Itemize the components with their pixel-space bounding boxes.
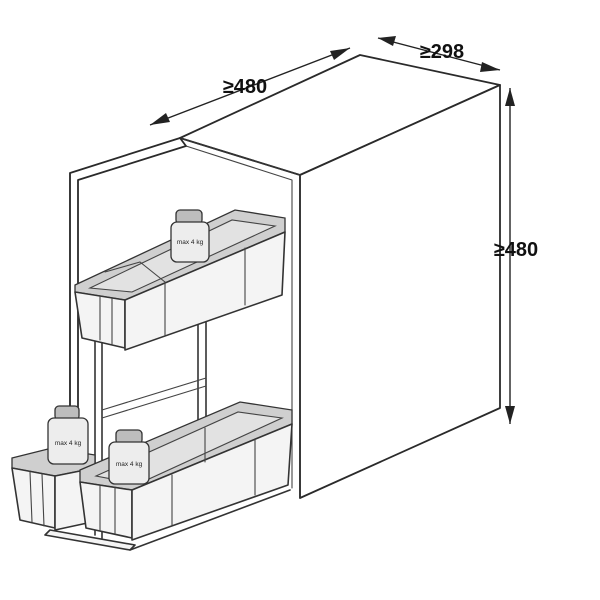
cabinet-front-inner (185, 145, 293, 489)
base-runner (44, 489, 291, 551)
cabinet-front-edge (179, 137, 301, 499)
jar-top: max 4 kg (170, 209, 210, 263)
weight-label-bottom-right: max 4 kg (116, 461, 143, 468)
dimension-height: ≥480 (494, 88, 538, 424)
depth-label: ≥298 (420, 41, 464, 63)
dimension-depth: ≥298 (377, 36, 501, 72)
cabinet (179, 54, 501, 499)
jar-bottom-right: max 4 kg (108, 429, 150, 485)
dimension-width: ≥480 (149, 47, 351, 126)
weight-label-top: max 4 kg (177, 239, 204, 246)
jar-bottom-left: max 4 kg (47, 405, 89, 465)
height-label: ≥480 (494, 239, 538, 261)
weight-label-bottom-left: max 4 kg (55, 440, 82, 447)
width-label: ≥480 (223, 76, 267, 98)
